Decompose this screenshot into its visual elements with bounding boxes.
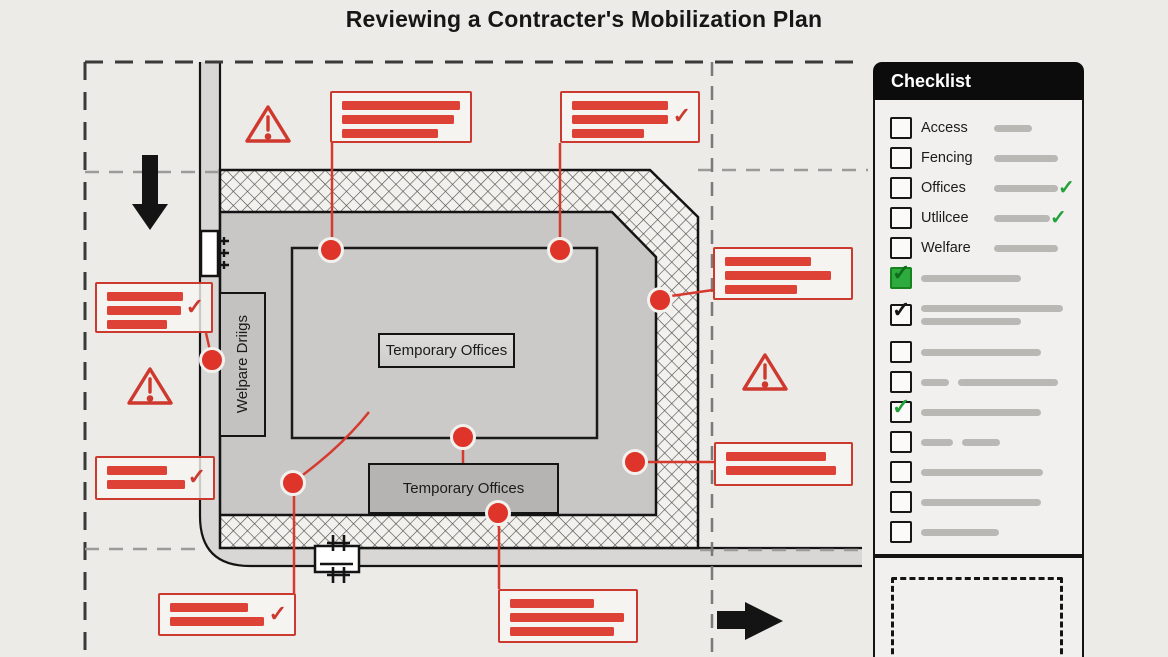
placeholder-text-bar (962, 438, 1000, 446)
checklist-footer (873, 556, 1084, 657)
checklist-row-12 (890, 457, 1070, 487)
checklist-row-offices: Offices ✓ (890, 173, 1075, 203)
marker-dot-8[interactable] (647, 287, 673, 313)
gate-icon-bottom (313, 535, 361, 583)
checklist-row-10: ✓ (890, 396, 1070, 427)
checklist-row-8 (890, 337, 1070, 367)
marker-dot-2[interactable] (547, 237, 573, 263)
perimeter-fence (218, 168, 700, 550)
checkbox-10[interactable]: ✓ (890, 396, 912, 423)
notes-dropzone (891, 577, 1063, 657)
checkbox-check-icon: ✓ (892, 297, 911, 322)
welfare-units-label: Welpare Driigs (219, 292, 266, 437)
marker-dot-5[interactable] (280, 470, 306, 496)
placeholder-text-bar (921, 378, 949, 386)
checkbox-offices[interactable] (890, 177, 912, 199)
placeholder-text-bar (921, 408, 1041, 416)
marker-dot-4[interactable] (199, 347, 225, 373)
checklist-label: Utlilcee (921, 210, 969, 226)
checklist-label: Offices (921, 180, 966, 196)
green-check-icon: ✓ (1058, 177, 1075, 199)
right-arrow-icon (717, 602, 783, 640)
checklist-label: Access (921, 120, 968, 136)
checkbox-utlilcee[interactable] (890, 207, 912, 229)
checkbox-fencing[interactable] (890, 147, 912, 169)
placeholder-text-bar (994, 154, 1058, 162)
checklist-row-9 (890, 367, 1070, 397)
gate-icon-left (199, 229, 229, 278)
checklist-row-access: Access (890, 113, 1070, 143)
placeholder-text-bar (921, 348, 1041, 356)
placeholder-text-bar (921, 468, 1043, 476)
checkbox-6[interactable]: ✓ (890, 262, 912, 289)
down-arrow-icon (132, 155, 168, 230)
placeholder-text-bar (958, 378, 1058, 386)
marker-dot-7[interactable] (622, 449, 648, 475)
checklist-row-fencing: Fencing (890, 143, 1070, 173)
placeholder-text-bar (921, 498, 1041, 506)
temporary-offices-label-1: Temporary Offices (378, 333, 515, 368)
checklist-row-14 (890, 517, 1070, 547)
checkbox-13[interactable] (890, 491, 912, 513)
temporary-offices-label-2: Temporary Offices (368, 463, 559, 514)
checkbox-check-icon: ✓ (892, 394, 911, 419)
placeholder-text-bar (994, 244, 1058, 252)
checkbox-11[interactable] (890, 431, 912, 453)
placeholder-text-bar (994, 184, 1058, 192)
checkbox-access[interactable] (890, 117, 912, 139)
marker-dot-3[interactable] (450, 424, 476, 450)
checklist-label: Fencing (921, 150, 973, 166)
checklist-row-welfare: Welfare (890, 233, 1070, 263)
marker-dot-6[interactable] (485, 500, 511, 526)
placeholder-text-bar (994, 214, 1050, 222)
checkbox-12[interactable] (890, 461, 912, 483)
placeholder-text-bar (921, 318, 1021, 325)
checklist-row-utlilcee: Utlilcee ✓ (890, 203, 1070, 233)
placeholder-text-bar (921, 528, 999, 536)
checkbox-9[interactable] (890, 371, 912, 393)
checkbox-check-icon: ✓ (892, 260, 911, 285)
checkbox-8[interactable] (890, 341, 912, 363)
warning-triangle-icon (127, 105, 788, 405)
checklist-header: Checklist (873, 62, 1084, 100)
checklist-row-11 (890, 427, 1070, 457)
green-check-icon: ✓ (1050, 207, 1067, 229)
placeholder-text-bar (921, 305, 1063, 312)
page-title: Reviewing a Contracter's Mobilization Pl… (345, 6, 823, 32)
marker-dot-1[interactable] (318, 237, 344, 263)
checkbox-14[interactable] (890, 521, 912, 543)
checklist-row-7: ✓ (890, 293, 1070, 337)
checklist-label: Welfare (921, 240, 971, 256)
boundary-dashed-lines (83, 60, 868, 657)
checkbox-welfare[interactable] (890, 237, 912, 259)
checklist-row-6: ✓ (890, 262, 1070, 293)
placeholder-text-bar (921, 438, 953, 446)
placeholder-text-bar (921, 274, 1021, 282)
traffic-flow-arrows (132, 155, 783, 640)
checkbox-7[interactable]: ✓ (890, 299, 912, 326)
checklist-row-13 (890, 487, 1070, 517)
placeholder-text-bar (994, 124, 1032, 132)
